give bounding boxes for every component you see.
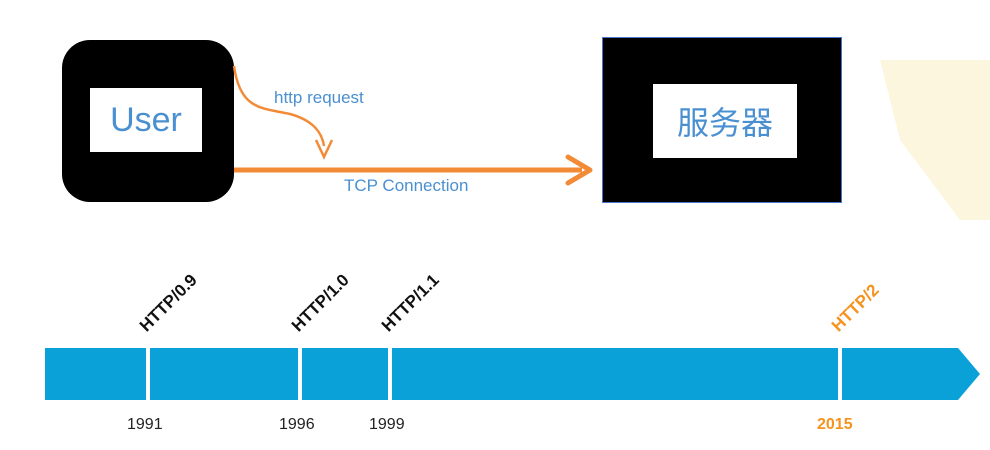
- year-2015: 2015: [817, 416, 853, 433]
- year-1996: 1996: [279, 416, 315, 433]
- http-request-label: http request: [274, 88, 364, 107]
- server-label: 服务器: [653, 84, 797, 158]
- tcp-arrowhead: [565, 154, 593, 186]
- user-box: User: [62, 40, 234, 202]
- server-box: 服务器: [603, 38, 841, 202]
- request-arrowhead: [314, 139, 334, 160]
- year-1991: 1991: [127, 416, 163, 433]
- request-arrow-path: [232, 65, 326, 147]
- year-1999: 1999: [369, 416, 405, 433]
- user-label: User: [90, 88, 202, 152]
- decorative-chevron: [880, 60, 990, 220]
- tcp-connection-label: TCP Connection: [344, 176, 469, 195]
- timeline-bar: [45, 348, 980, 400]
